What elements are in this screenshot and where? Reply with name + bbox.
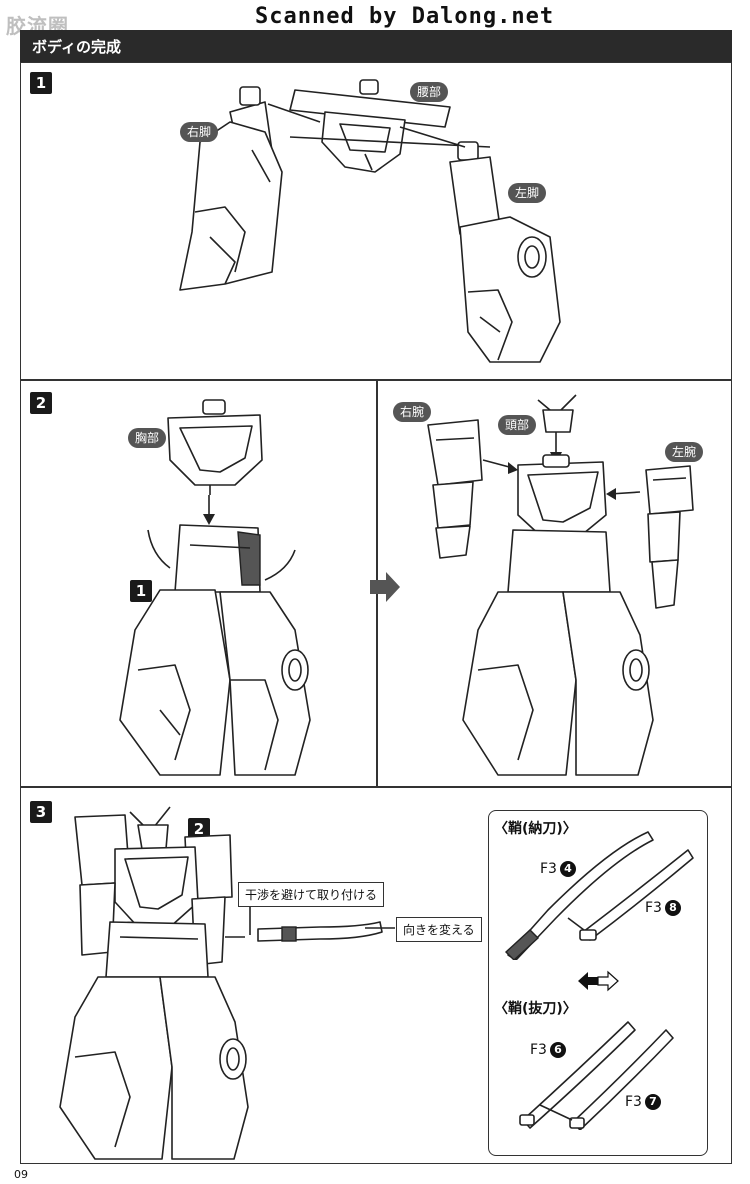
step-2-badge: 2: [30, 392, 52, 414]
head-part: [537, 394, 577, 464]
step-2-ref-badge: 1: [130, 580, 152, 602]
part-f3-6: F3 6: [530, 1042, 566, 1058]
step-2-transition-arrow: [370, 572, 400, 602]
step-3-robot-illustration: [59, 806, 383, 1160]
label-chest: 胸部: [128, 428, 167, 448]
step-3-panel: [20, 787, 732, 1164]
lower-body-part: [119, 524, 311, 776]
step-3-badge: 3: [30, 801, 52, 823]
page-number: 09: [14, 1168, 28, 1181]
left-arm-part: [606, 465, 694, 609]
part-number-6: 6: [549, 1042, 566, 1058]
callout-change-direction: 向きを変える: [396, 917, 482, 942]
section-title-bar: [20, 30, 732, 62]
step-1-panel: [20, 62, 732, 380]
section-title: ボディの完成: [32, 38, 121, 56]
sheath-sheathed-illustration: [504, 831, 694, 960]
part-code-f3-4: F3: [540, 861, 557, 877]
part-code-f3-8: F3: [645, 900, 662, 916]
right-arm-part: [427, 419, 518, 559]
sheath-options-box: [488, 810, 708, 1156]
label-left-arm: 左腕: [665, 442, 704, 462]
step-1-illustration: [179, 79, 561, 363]
label-right-leg: 右脚: [180, 122, 219, 142]
part-code-f3-6: F3: [530, 1042, 547, 1058]
chest-part: [167, 399, 263, 495]
label-head: 頭部: [498, 415, 537, 435]
swap-arrow-icon: [578, 970, 619, 992]
sheath-drawn-title: 〈鞘(抜刀)〉: [494, 1001, 577, 1017]
step-2-right-illustration: [427, 394, 694, 776]
sheath-sheathed-title: 〈鞘(納刀)〉: [494, 821, 577, 837]
left-leg-part: [449, 141, 561, 363]
sheath-drawn-illustration: [519, 1021, 674, 1130]
right-leg-part: [179, 86, 283, 291]
label-waist: 腰部: [410, 82, 449, 102]
part-number-8: 8: [664, 900, 681, 916]
callout-leaders: [249, 902, 395, 935]
part-number-4: 4: [559, 861, 576, 877]
label-right-arm: 右腕: [393, 402, 432, 422]
step-3-ref-badge: 2: [188, 818, 210, 840]
part-f3-4: F3 4: [540, 861, 576, 877]
assembled-body-part: [462, 454, 654, 776]
part-f3-8: F3 8: [645, 900, 681, 916]
label-left-leg: 左脚: [508, 183, 547, 203]
part-code-f3-7: F3: [625, 1094, 642, 1110]
waist-part: [289, 79, 491, 173]
step-1-badge: 1: [30, 72, 52, 94]
part-f3-7: F3 7: [625, 1094, 661, 1110]
part-number-7: 7: [644, 1094, 661, 1110]
watermark-scanned: Scanned by Dalong.net: [255, 4, 555, 29]
step-2-left-illustration: [119, 399, 311, 776]
callout-attach-avoid-interference: 干渉を避けて取り付ける: [238, 882, 385, 907]
